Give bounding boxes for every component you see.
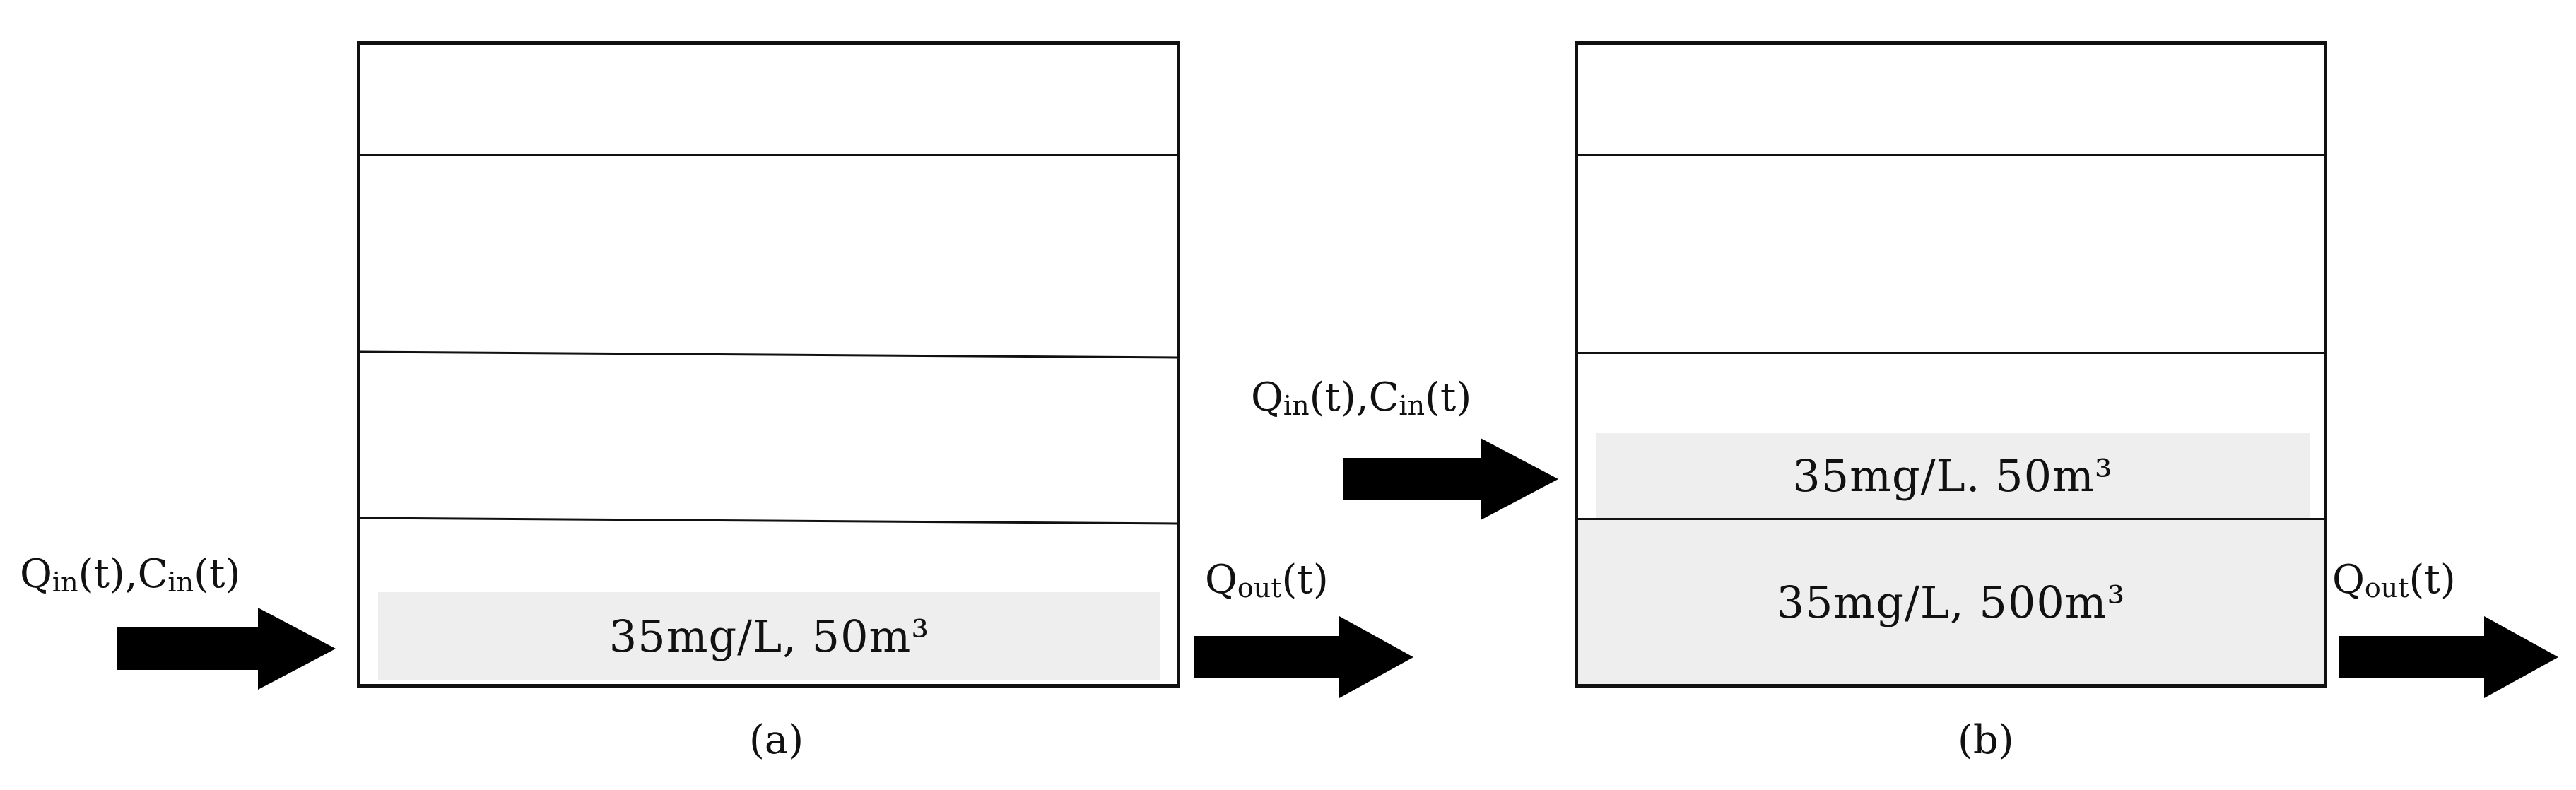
inflow-q-sub: in: [1283, 390, 1310, 421]
inflow-arrow-a: [117, 608, 336, 690]
inflow-c-sub: in: [1399, 390, 1425, 421]
tank-a-fill-label: 35mg/L, 50m³: [608, 611, 930, 662]
caption-b: (b): [1958, 717, 2014, 763]
tank-b: 35mg/L. 50m³ 35mg/L, 500m³: [1575, 41, 2327, 688]
tank-b-divider-1: [1578, 154, 2324, 156]
outflow-arrow-b: [2339, 616, 2558, 698]
inflow-c-sub: in: [167, 567, 194, 598]
outflow-q-sub: out: [2364, 572, 2409, 603]
inflow-c: C: [137, 551, 168, 597]
inflow-t: (t),: [78, 551, 138, 597]
tank-a-dividers-sloped: [360, 350, 1177, 525]
tank-b-upper-fill: 35mg/L. 50m³: [1596, 433, 2310, 518]
tank-b-divider-3: [1578, 518, 2324, 520]
inflow-arrow-b: [1343, 438, 1558, 520]
outflow-label-a: Qout(t): [1205, 557, 1329, 603]
outflow-q-sub: out: [1237, 572, 1282, 603]
outflow-t: (t): [2409, 557, 2456, 603]
inflow-c: C: [1368, 375, 1399, 420]
inflow-label-b: Qin(t),Cin(t): [1251, 375, 1472, 421]
tank-b-divider-2: [1578, 352, 2324, 354]
inflow-q-sub: in: [52, 567, 78, 598]
inflow-q: Q: [20, 551, 52, 597]
inflow-label-a: Qin(t),Cin(t): [20, 555, 240, 596]
inflow-t: (t),: [1309, 375, 1369, 420]
outflow-label-b: Qout(t): [2332, 557, 2456, 603]
inflow-q: Q: [1251, 375, 1283, 420]
caption-a: (a): [749, 717, 804, 763]
inflow-t2: (t): [1425, 375, 1472, 420]
outflow-q: Q: [1205, 557, 1237, 603]
tank-a-fill-layer: 35mg/L, 50m³: [378, 592, 1160, 680]
inflow-t2: (t): [194, 551, 241, 597]
tank-a-divider-1: [360, 154, 1177, 156]
tank-b-upper-fill-label: 35mg/L. 50m³: [1792, 449, 2113, 502]
outflow-arrow-a: [1194, 616, 1413, 698]
tank-a: 35mg/L, 50m³: [357, 41, 1180, 688]
outflow-t: (t): [1281, 557, 1329, 603]
tank-b-lower-fill-label: 35mg/L, 500m³: [1776, 576, 2126, 628]
tank-b-lower-fill: 35mg/L, 500m³: [1578, 520, 2324, 684]
outflow-q: Q: [2332, 557, 2365, 603]
